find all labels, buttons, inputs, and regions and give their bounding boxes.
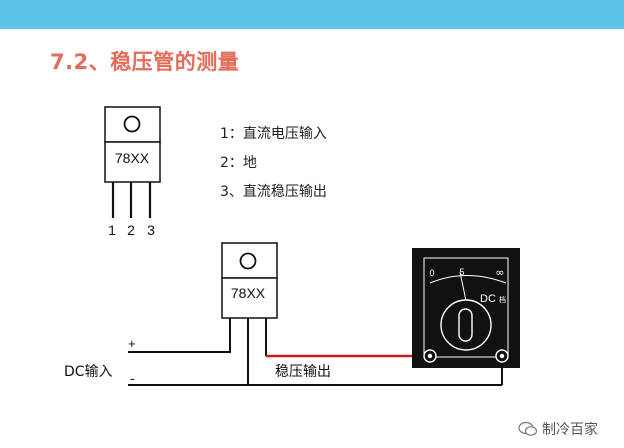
watermark: 制冷百家	[518, 419, 598, 439]
pin-number-2: 2	[127, 222, 135, 238]
scale-infinity-label: ∞	[495, 266, 504, 279]
regulator-body	[221, 277, 278, 319]
pin-legend-item-1: 1：直流电压输入	[220, 126, 327, 142]
top-banner	[0, 0, 624, 29]
regulator-part-label: 78XX	[115, 150, 150, 166]
mounting-hole	[123, 115, 141, 133]
meter-scale-arc	[429, 275, 507, 284]
dc-input-label: DC输入	[64, 364, 113, 380]
dial-knob-grip	[458, 308, 473, 342]
mounting-hole	[239, 252, 257, 270]
pin-legend-item-3: 3、直流稳压输出	[220, 184, 327, 200]
common-probe-jack-center	[499, 353, 505, 359]
regulated-output-label: 稳压输出	[275, 364, 331, 380]
chat-bubbles-icon	[518, 421, 538, 436]
minus-sign: -	[130, 370, 135, 386]
watermark-text: 制冷百家	[542, 422, 598, 438]
input-positive-wire	[128, 318, 231, 353]
dc-mode-label: DC	[480, 293, 496, 305]
meter-inner-frame	[423, 257, 509, 358]
regulator-part-label: 78XX	[231, 285, 266, 301]
pin-legend-item-2: 2：地	[220, 155, 257, 171]
scale-mid-label: 5	[459, 267, 464, 277]
scale-zero-label: 0	[429, 268, 434, 278]
regulator-pinout-figure: 78XX 1 2 3	[104, 106, 161, 238]
page-title: 7.2、稳压管的测量	[50, 50, 240, 74]
regulator-circuit-figure: 78XX	[221, 242, 278, 319]
positive-probe-jack-center	[427, 353, 433, 359]
multimeter: 0 5 ∞ DC 档	[412, 248, 520, 368]
dc-mode-suffix: 档	[499, 295, 506, 304]
pin-number-1: 1	[108, 222, 116, 238]
plus-sign: +	[128, 336, 136, 351]
pin-number-3: 3	[147, 222, 155, 238]
range-selector-dial[interactable]	[440, 299, 492, 351]
circuit-wires	[128, 318, 503, 386]
regulator-body	[104, 141, 161, 183]
pin-legend: 1：直流电压输入 2：地 3、直流稳压输出	[220, 120, 327, 207]
